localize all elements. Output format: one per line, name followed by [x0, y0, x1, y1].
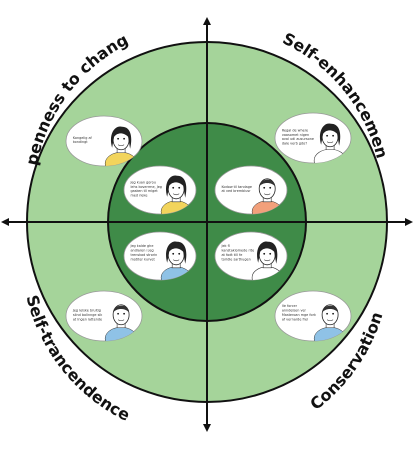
woman-portrait-icon [313, 123, 347, 163]
axes [1, 17, 413, 432]
